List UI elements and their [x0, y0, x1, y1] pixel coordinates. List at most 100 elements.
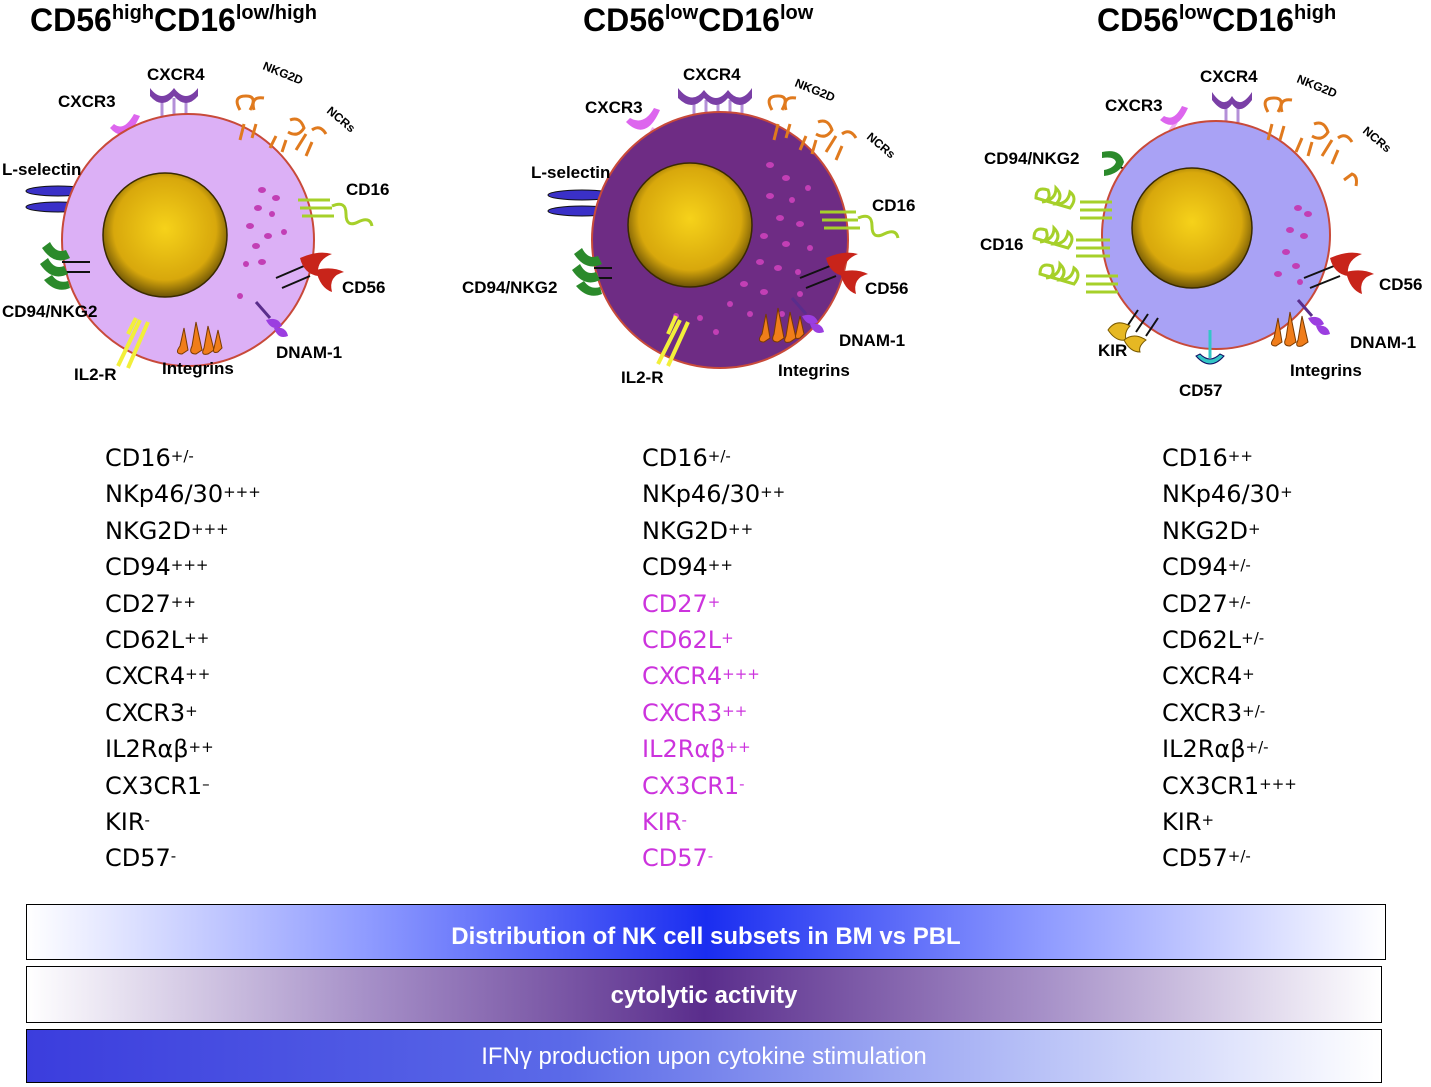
marker-item: CD57-	[642, 840, 785, 876]
il2r-receptor	[656, 315, 690, 367]
title-sup: high	[111, 2, 155, 24]
cytolytic-activity-bar: cytolytic activity	[26, 966, 1382, 1023]
marker-item: CD94+++	[105, 549, 261, 585]
marker-level: +/-	[1245, 738, 1269, 757]
title-sup: low	[779, 2, 814, 24]
marker-item: NKG2D+	[1162, 513, 1297, 549]
marker-item: CXCR3++	[642, 695, 785, 731]
label-lselectin: L-selectin	[2, 160, 81, 179]
marker-list-cd56low-cd16low: CD16+/-NKp46/30++NKG2D++CD94++CD27+CD62L…	[642, 440, 785, 877]
distribution-bar: Distribution of NK cell subsets in BM vs…	[26, 904, 1386, 960]
marker-item: CX3CR1–	[105, 768, 261, 804]
cd56-receptor	[275, 252, 344, 292]
label-cd94nkg2: CD94/NKG2	[984, 149, 1079, 168]
cd16-receptor	[298, 198, 374, 227]
marker-item: CD27+	[642, 586, 785, 622]
cytolytic-label: cytolytic activity	[610, 982, 798, 1009]
marker-item: CXCR3+	[105, 695, 261, 731]
title-sup: low	[664, 2, 699, 24]
marker-name: CD62L	[642, 625, 722, 654]
marker-name: CD94	[1162, 553, 1228, 582]
marker-item: CD16++	[1162, 440, 1297, 476]
marker-level: +/-	[1241, 628, 1265, 647]
marker-item: CXCR4++	[105, 658, 261, 694]
dnam1-receptor	[254, 301, 288, 337]
marker-item: CD27++	[105, 586, 261, 622]
marker-item: KIR-	[105, 804, 261, 840]
marker-level: +	[185, 701, 198, 720]
marker-name: NKG2D	[105, 516, 192, 545]
marker-level: –	[202, 774, 210, 793]
label-nkg2d: NKG2D	[793, 76, 838, 105]
label-integrins: Integrins	[162, 359, 234, 378]
title-part: CD56	[30, 2, 112, 38]
label-cd57: CD57	[1179, 381, 1222, 400]
marker-name: KIR	[105, 807, 145, 836]
marker-level: ++	[170, 592, 196, 611]
label-ncrs: NCRs	[324, 104, 358, 136]
marker-name: IL2Rαβ	[642, 735, 726, 764]
label-cxcr4: CXCR4	[683, 65, 741, 84]
cd56-receptor	[1303, 252, 1374, 294]
label-cd56: CD56	[865, 279, 908, 298]
label-cd94nkg2: CD94/NKG2	[2, 302, 97, 321]
marker-level: +/-	[1227, 847, 1251, 866]
marker-name: NKp46/30	[105, 480, 224, 509]
title-part: CD56	[583, 2, 665, 38]
marker-item: CD62L++	[105, 622, 261, 658]
marker-item: KIR+	[1162, 804, 1297, 840]
marker-item: CD27+/-	[1162, 586, 1297, 622]
marker-level: -	[681, 810, 687, 829]
label-cd94nkg2: CD94/NKG2	[462, 278, 557, 297]
marker-level: +/-	[1227, 592, 1251, 611]
marker-name: CD27	[105, 589, 171, 618]
marker-item: CXCR4+++	[642, 658, 785, 694]
label-il2r: IL2-R	[621, 368, 664, 387]
marker-level: -	[170, 847, 177, 866]
marker-level: +++	[722, 665, 760, 684]
title-sup: low/high	[235, 2, 317, 24]
marker-level: ++	[707, 556, 733, 575]
marker-name: NKp46/30	[642, 480, 761, 509]
marker-name: CD94	[642, 553, 708, 582]
marker-item: NKG2D+++	[105, 513, 261, 549]
marker-item: CD62L+	[642, 622, 785, 658]
marker-level: +++	[223, 483, 261, 502]
nkg2d-receptor	[235, 94, 328, 157]
title-cd56high-cd16lowhigh: CD56highCD16low/high	[30, 2, 317, 39]
marker-name: CD16	[105, 444, 171, 472]
label-cxcr3: CXCR3	[58, 92, 116, 111]
marker-name: CXCR3	[642, 698, 723, 727]
cd94-nkg2-receptor	[40, 242, 90, 290]
marker-level: -	[739, 774, 745, 793]
marker-name: CXCR4	[105, 662, 186, 691]
marker-list-cd56high: CD16+/-NKp46/30+++NKG2D+++CD94+++CD27++C…	[105, 440, 261, 877]
nucleus	[627, 162, 753, 288]
label-cxcr4: CXCR4	[1200, 67, 1258, 86]
marker-name: CXCR3	[105, 698, 186, 727]
marker-level: +/-	[170, 447, 194, 465]
marker-item: IL2Rαβ++	[642, 731, 785, 767]
marker-name: CD27	[1162, 589, 1228, 618]
marker-name: CX3CR1	[642, 771, 740, 800]
nk-cell-diagram: CXCR3 CXCR4 NKG2D NCRs L-selectin CD16 C…	[2, 59, 1422, 400]
marker-name: CD16	[1162, 444, 1228, 472]
marker-name: CD62L	[1162, 625, 1242, 654]
marker-name: CX3CR1	[1162, 771, 1260, 800]
integrins-receptor	[176, 321, 223, 355]
ifng-production-bar: IFNγ production upon cytokine stimulatio…	[26, 1029, 1382, 1083]
marker-level: +	[1248, 519, 1261, 538]
label-cd16: CD16	[346, 180, 389, 199]
marker-level: +	[1201, 810, 1215, 829]
marker-level: ++	[722, 701, 748, 720]
label-lselectin: L-selectin	[531, 163, 610, 182]
marker-level: +/-	[707, 447, 731, 465]
marker-item: CD16+/-	[105, 440, 261, 476]
marker-name: NKp46/30	[1162, 480, 1281, 509]
kir-receptor	[1107, 309, 1159, 353]
label-il2r: IL2-R	[74, 365, 117, 384]
integrins-receptor	[758, 307, 805, 343]
label-cxcr3: CXCR3	[1105, 96, 1163, 115]
marker-level: ++	[725, 738, 751, 757]
label-nkg2d: NKG2D	[261, 59, 306, 88]
